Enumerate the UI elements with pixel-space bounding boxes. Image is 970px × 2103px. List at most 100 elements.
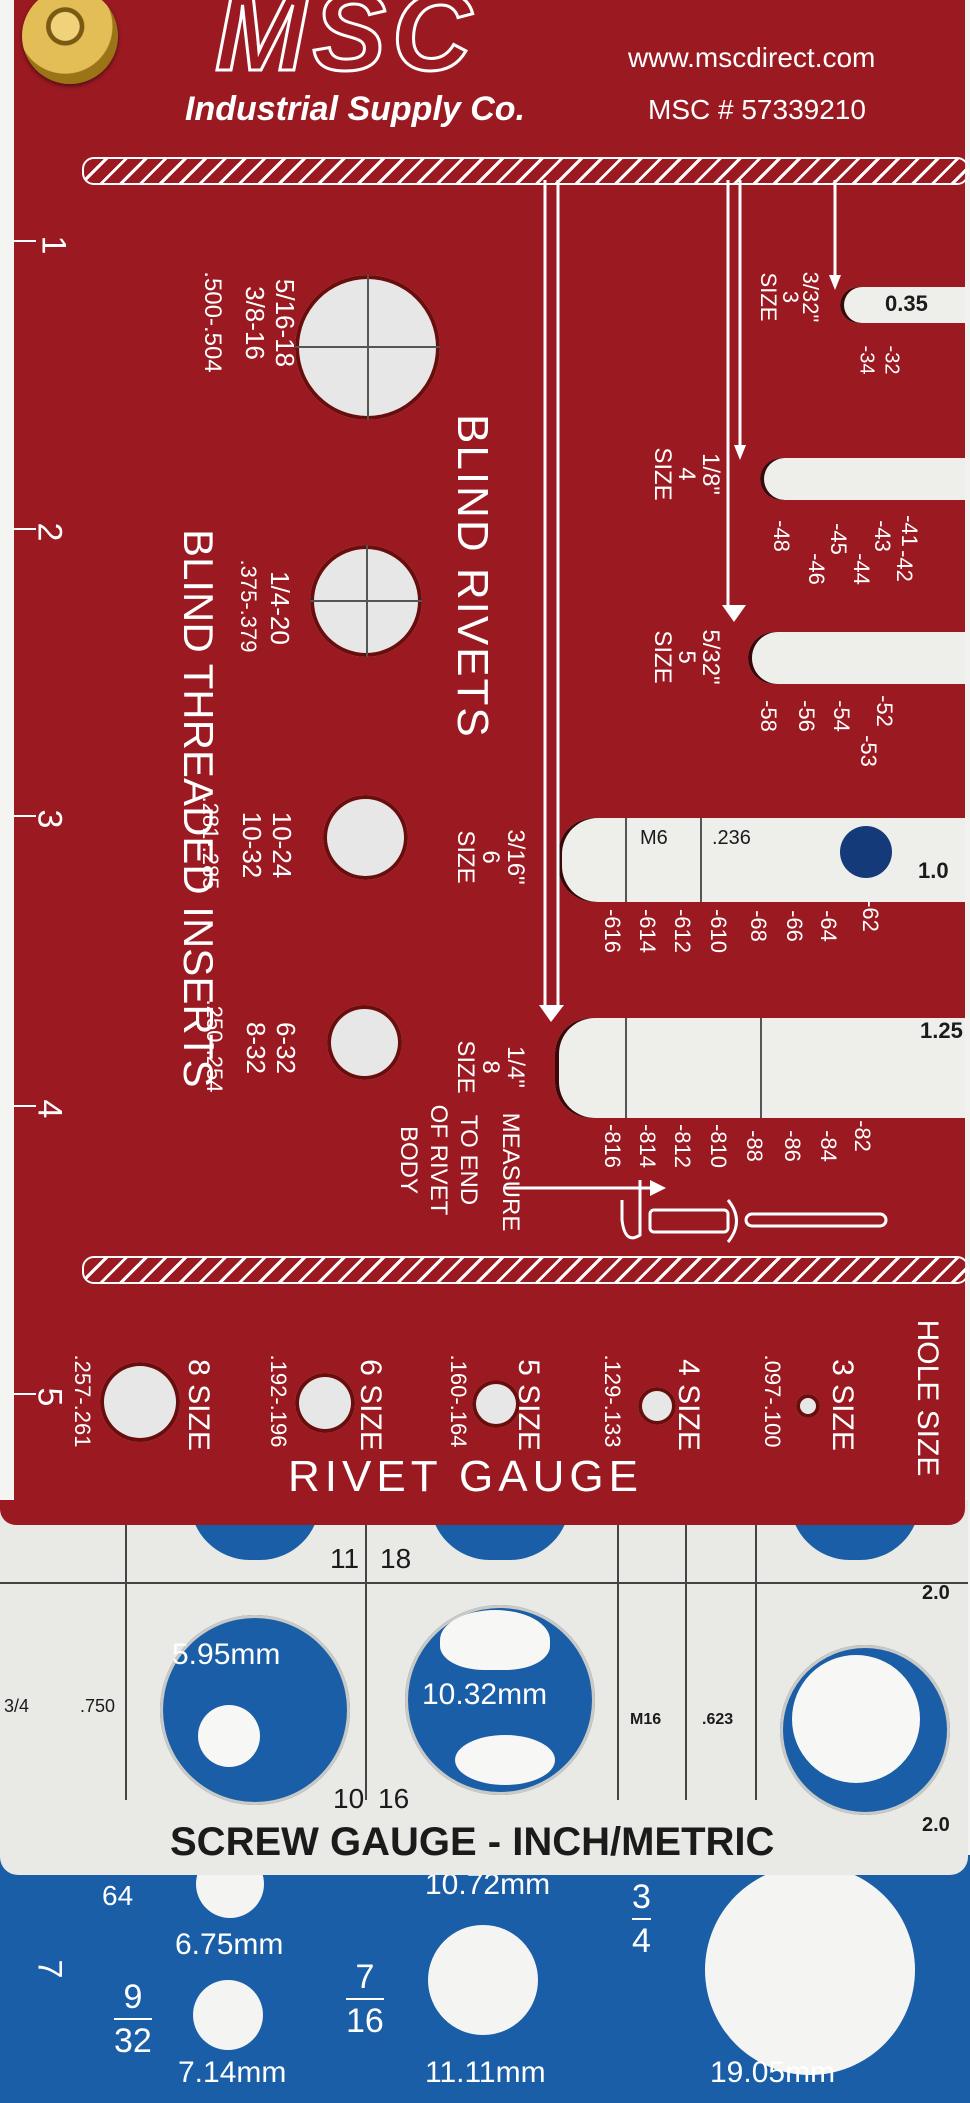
screw-grid-line: [125, 1500, 127, 1800]
hole-size-hole: [638, 1387, 676, 1425]
screw-gauge-title: SCREW GAUGE - INCH/METRIC: [170, 1820, 775, 1864]
slot-size-label: 8: [477, 1060, 504, 1074]
slot-tick-label: -614: [635, 908, 661, 954]
slot-size-label: SIZE: [649, 447, 676, 501]
insert-range-label: .250-.254: [202, 999, 227, 1093]
hole-size-range: .129-.133: [600, 1354, 625, 1448]
brass-grommet: [22, 0, 118, 84]
insert-thread-label: 5/16-18: [270, 278, 300, 368]
slot-tick-label: -816: [600, 1123, 626, 1169]
slot-size-label: SIZE: [756, 272, 781, 322]
slot-tick-label: -814: [635, 1123, 661, 1169]
slot-size-label: 4: [673, 467, 700, 481]
msc-logo: MSC: [213, 0, 478, 94]
slot-size-label: 5: [673, 650, 700, 664]
ruler-number: 3: [30, 809, 69, 829]
website-text: www.mscdirect.com: [628, 42, 876, 73]
screw-hole-label: 5.95mm: [172, 1638, 281, 1671]
drill-fraction: 7 16: [346, 1960, 384, 2038]
slot-tick-label: -44: [848, 553, 874, 585]
slot-mark-line: [760, 1018, 762, 1118]
insert-crosshair: [367, 275, 369, 420]
fraction-denominator: 32: [114, 2018, 152, 2058]
hole-size-hole: [295, 1373, 355, 1433]
drill-hole: [428, 1925, 538, 2035]
insert-thread-label: 6-32: [271, 1021, 301, 1075]
ruler-number: 4: [30, 1099, 69, 1119]
drill-label: 7.14mm: [178, 2056, 287, 2089]
screw-label: 3/4: [4, 1696, 30, 1716]
slot-mark-line: [625, 818, 627, 902]
hole-size-range: .257-.261: [70, 1354, 95, 1448]
hole-size-hole: [100, 1362, 180, 1442]
screw-hole-label: 10.32mm: [422, 1678, 548, 1711]
screw-label: 18: [380, 1543, 412, 1574]
screw-hole: [160, 1615, 350, 1805]
screw-label: 11: [330, 1543, 360, 1574]
slot-tick-label: -46: [803, 553, 829, 585]
hole-size-hole: [796, 1394, 820, 1418]
slot-tick-label: -616: [600, 908, 626, 954]
insert-range-label: .500-.504: [199, 271, 226, 373]
fraction-numerator: 9: [123, 1978, 143, 2016]
slot-tick-label: -84: [815, 1130, 841, 1162]
drill-hole: [705, 1865, 915, 2075]
slot-inner-label: M6: [640, 827, 668, 849]
screw-label: M16: [630, 1711, 662, 1728]
slot-tick-label: -43: [869, 520, 895, 552]
hole-size-range: .097-.100: [760, 1354, 785, 1448]
slot-size-label: SIZE: [649, 630, 676, 684]
screw-label: 2.0: [922, 1582, 950, 1604]
drill-hole: [193, 1980, 263, 2050]
screw-label: 10: [333, 1783, 365, 1814]
drill-label: 11.11mm: [425, 2056, 546, 2089]
ruler-number: 5: [30, 1387, 69, 1407]
ruler-number: 7: [30, 1959, 69, 1979]
hole-size-label: 5 SIZE: [512, 1359, 545, 1451]
insert-thread-label: 3/8-16: [240, 286, 270, 360]
slot-size-label: 5/32": [697, 629, 724, 685]
insert-hole: [323, 795, 408, 880]
slot-tick-label: -62: [857, 900, 883, 932]
part-number: MSC # 57339210: [648, 94, 866, 125]
rivet-gauge-title: RIVET GAUGE: [288, 1452, 643, 1501]
slot-tick-label: -48: [768, 520, 794, 552]
ruler-tick: [14, 528, 36, 530]
slot-tick-label: -810: [706, 1123, 732, 1169]
insert-thread-label: 1/4-20: [265, 571, 295, 645]
screw-label: 2.0: [922, 1814, 950, 1836]
fraction-numerator: 3: [632, 1878, 651, 1916]
insert-range-label: .281-.285: [198, 796, 223, 890]
slot-mark-line: [700, 818, 702, 902]
slot-tick-label: -82: [849, 1120, 875, 1152]
screw-hole-cutout: [455, 1735, 555, 1785]
measure-note-line: OF RIVET: [425, 1104, 452, 1216]
slot-tick-label: -53: [855, 735, 881, 767]
slot-tick-label: -54: [828, 700, 854, 732]
fraction-denominator: 16: [346, 1998, 384, 2038]
hatched-bar: [82, 1256, 969, 1284]
insert-range-label: .375-.379: [236, 559, 261, 653]
hole-size-label: 4 SIZE: [672, 1359, 705, 1451]
slot-tick-label: -86: [779, 1130, 805, 1162]
slot-tick-label: -610: [706, 908, 732, 954]
drill-label: 64: [102, 1880, 134, 1911]
ruler-number: 1: [34, 235, 73, 255]
ruler-tick: [14, 1393, 36, 1395]
hole-size-hole: [472, 1380, 520, 1428]
drill-fraction: 9 32: [114, 1980, 152, 2058]
screw-hole-cutout: [792, 1655, 920, 1783]
slot-tick-label: -68: [745, 910, 771, 942]
ruler-tick: [14, 1105, 36, 1107]
screw-label: 16: [378, 1783, 410, 1814]
slot-tick-label: -88: [741, 1130, 767, 1162]
measure-note-line: TO END: [455, 1114, 482, 1206]
screw-grid-line: [365, 1500, 367, 1800]
ruler-tick: [14, 240, 36, 242]
slot-inner-label: .236: [712, 827, 751, 849]
screw-label: .750: [80, 1696, 116, 1716]
slot-tick-label: -64: [815, 910, 841, 942]
company-name: Industrial Supply Co.: [185, 90, 526, 128]
slot-size-label: 6: [477, 850, 504, 864]
slot-tick-label: -66: [781, 910, 807, 942]
